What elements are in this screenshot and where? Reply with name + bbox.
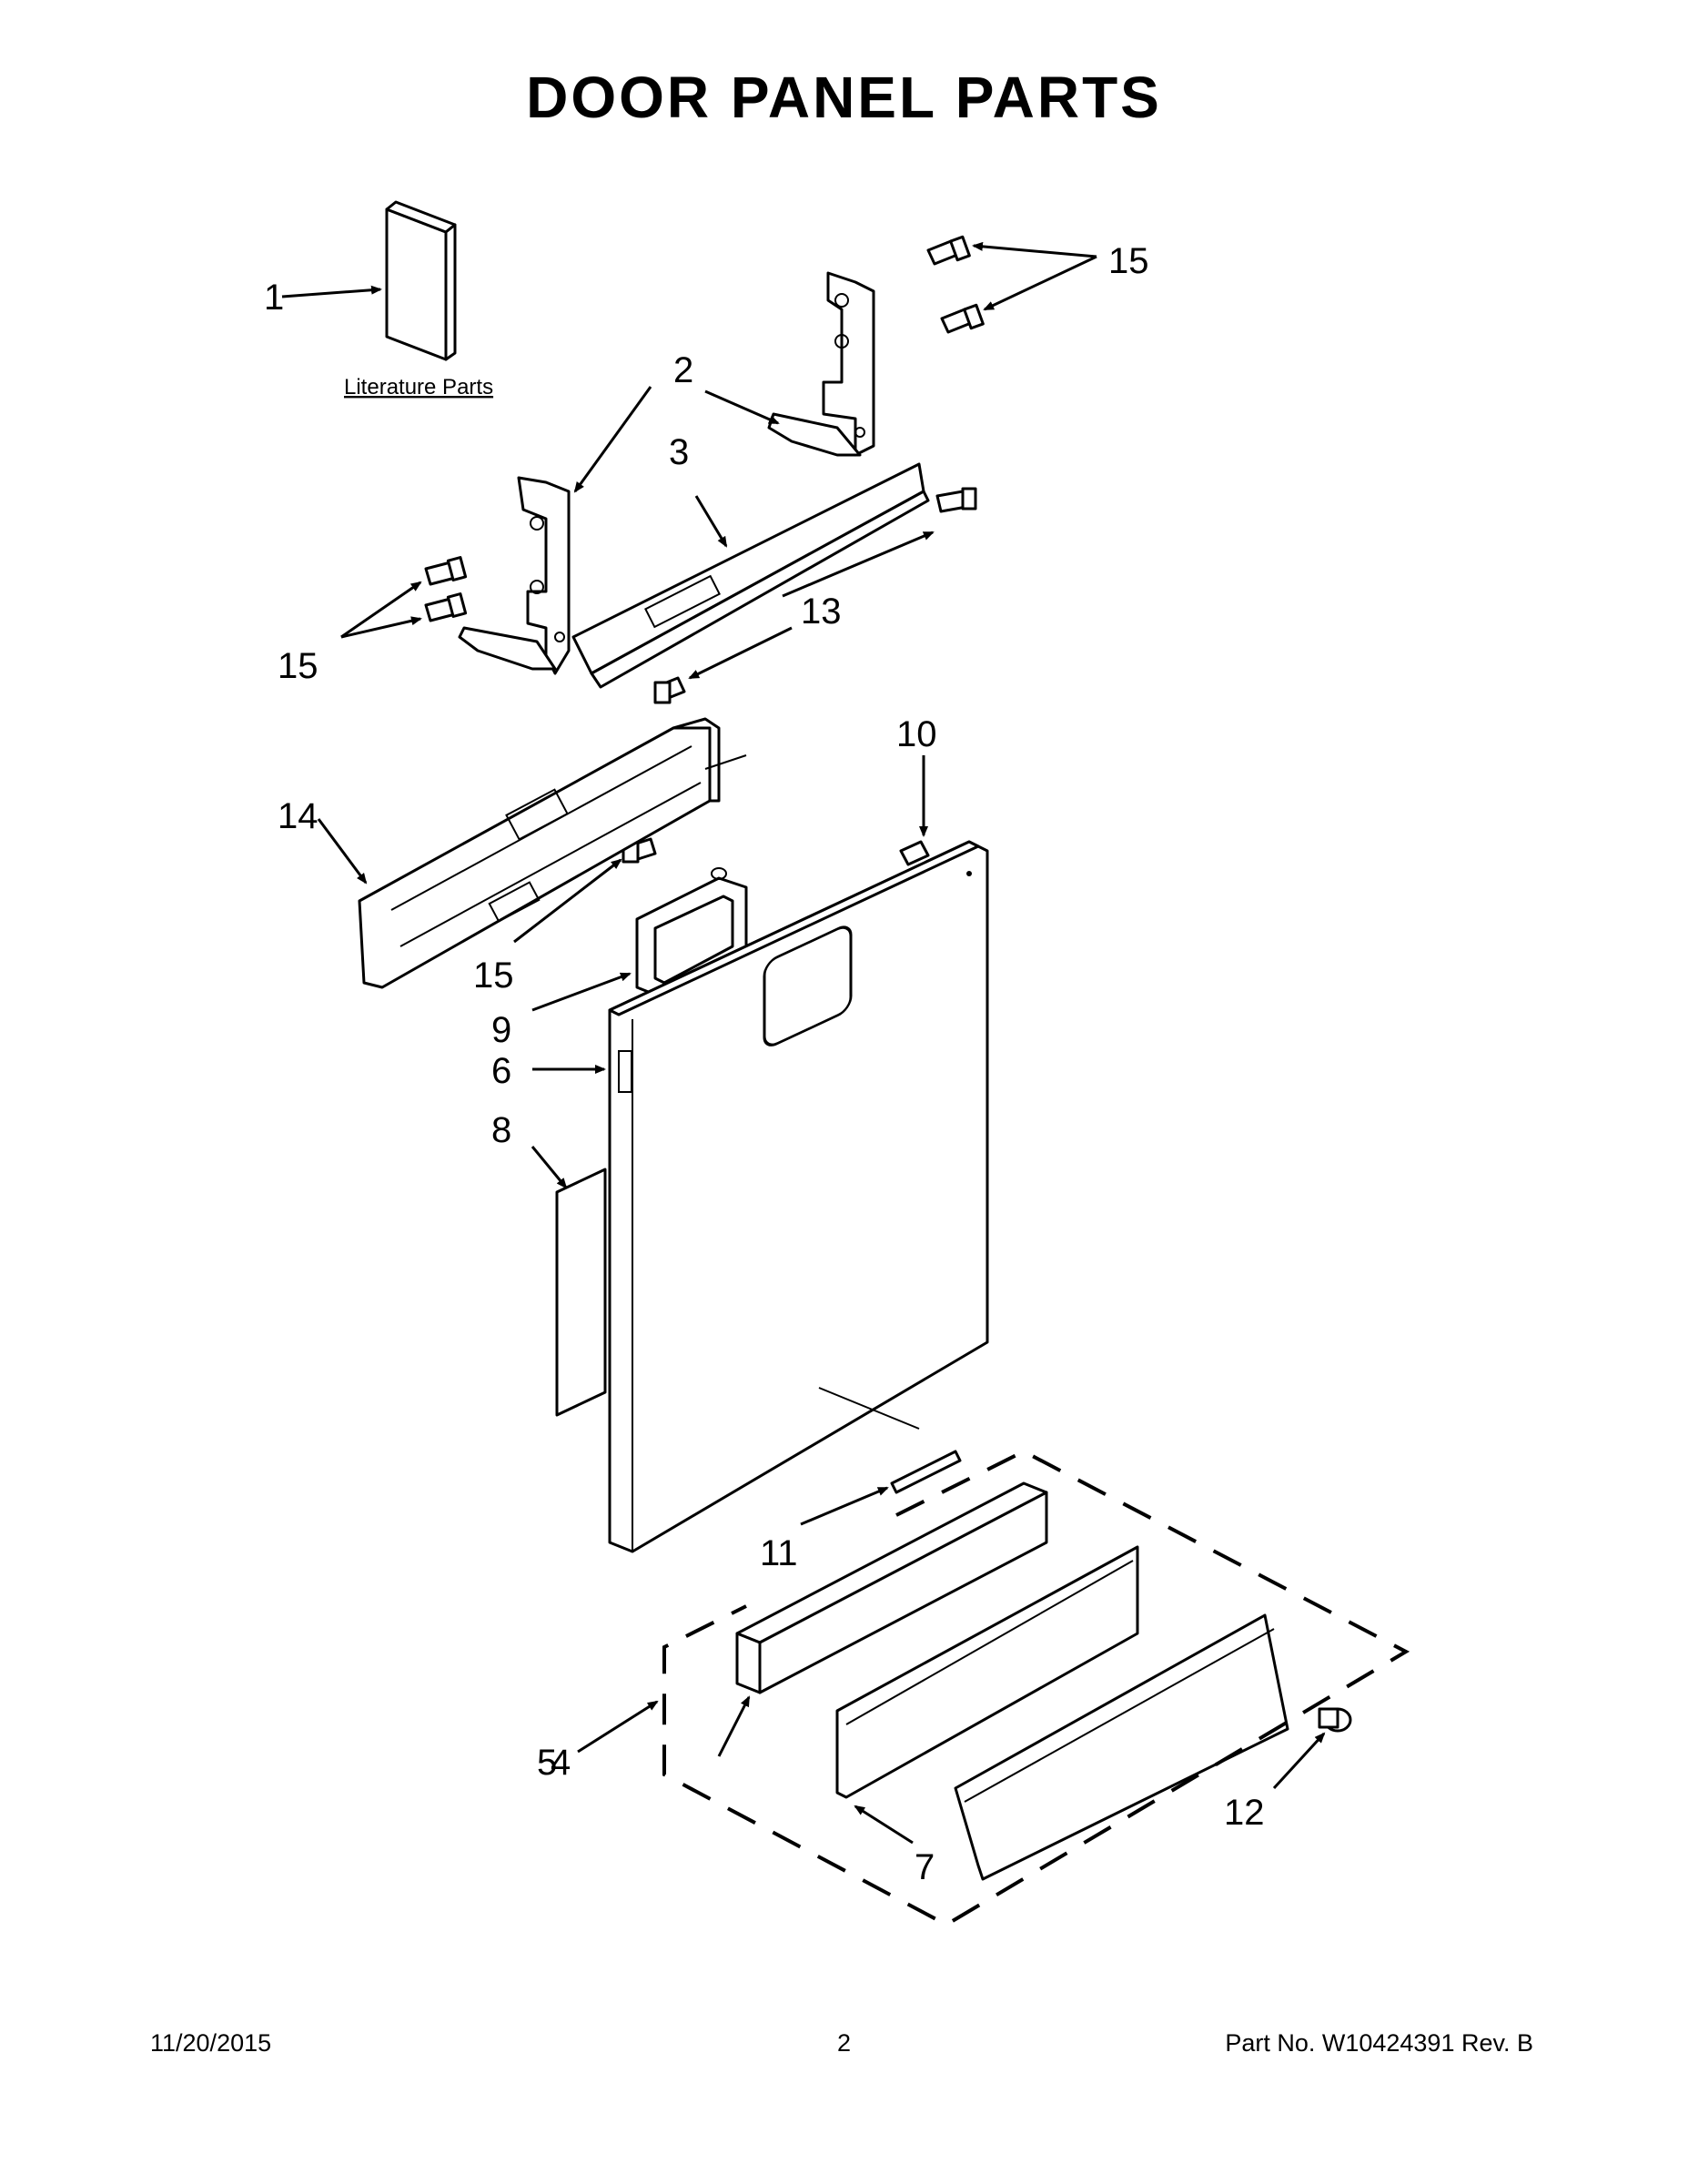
- screw-15-top-b: [940, 303, 985, 334]
- callout-7: 7: [915, 1847, 935, 1887]
- badge-tab-part: [899, 840, 930, 866]
- door-handle-part: [635, 867, 748, 998]
- callout-10: 10: [896, 714, 937, 754]
- callout-12: 12: [1224, 1793, 1265, 1833]
- footer-date: 11/20/2015: [150, 2029, 272, 2057]
- logo-badge-part: [890, 1450, 962, 1494]
- left-hinge-bracket-part: [458, 476, 571, 675]
- foam-insulation-part: [735, 1481, 1048, 1694]
- callout-8: 8: [491, 1110, 511, 1150]
- literature-booklet-part: [385, 200, 457, 361]
- callout-6: 6: [491, 1051, 511, 1091]
- screw-12: [1318, 1707, 1352, 1733]
- control-housing-part: [358, 717, 747, 989]
- right-hinge-bracket-part: [767, 271, 875, 457]
- kick-plate-part: [835, 1545, 1139, 1799]
- callout-9: 9: [491, 1010, 511, 1050]
- leader-lines: [281, 241, 1326, 1845]
- screw-13-left: [653, 676, 686, 704]
- callout-3: 3: [669, 432, 689, 472]
- callout-15-mid: 15: [473, 956, 514, 996]
- footer-part-number: Part No. W10424391 Rev. B: [1225, 2029, 1533, 2057]
- door-panel-part: [608, 840, 989, 1553]
- callout-15-left: 15: [278, 646, 318, 686]
- kick-assembly-outline: [662, 1449, 1410, 1927]
- callout-11: 11: [760, 1533, 798, 1573]
- callout-13: 13: [801, 592, 842, 632]
- callout-14: 14: [278, 796, 318, 836]
- screw-15-top-a: [926, 235, 971, 266]
- callout-1: 1: [264, 278, 284, 318]
- screw-15-left-b: [424, 592, 468, 622]
- lower-panel-part: [954, 1613, 1289, 1881]
- side-trim-strip-part: [555, 1168, 607, 1417]
- screw-15-left-a: [424, 556, 468, 586]
- literature-parts-label: Literature Parts: [344, 375, 493, 399]
- page-title: DOOR PANEL PARTS: [526, 65, 1162, 130]
- callout-4: 4: [551, 1743, 571, 1783]
- callout-2: 2: [673, 350, 693, 390]
- screw-13-right: [935, 487, 977, 513]
- door-rail-part: [571, 462, 930, 689]
- callout-5: 5: [537, 1743, 557, 1783]
- callout-15-top: 15: [1108, 241, 1149, 281]
- footer-page-number: 2: [836, 2029, 852, 2057]
